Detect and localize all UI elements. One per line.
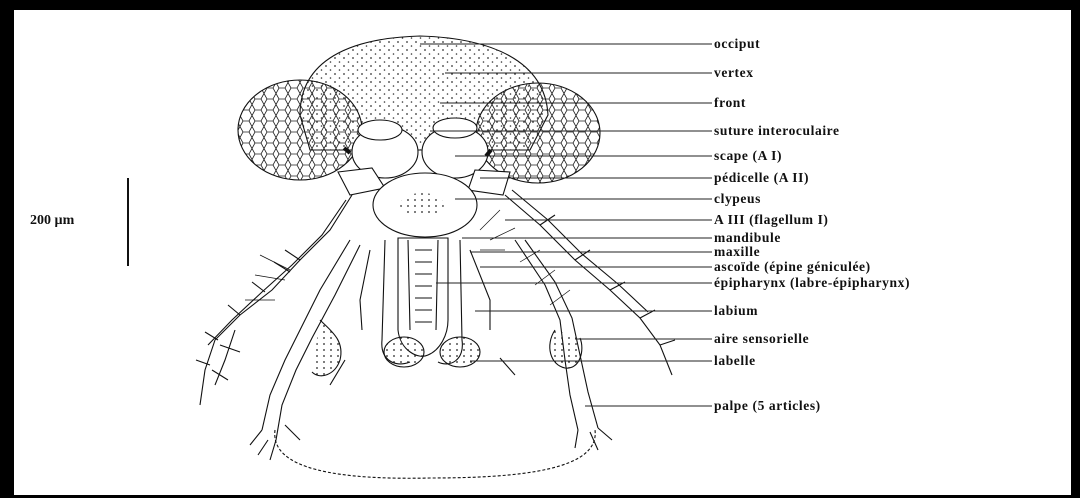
label-clypeus: clypeus	[714, 192, 761, 206]
label-scape: scape (A I)	[714, 149, 782, 163]
label-ascoid: ascoïde (épine géniculée)	[714, 260, 871, 274]
left-labelle	[384, 337, 424, 367]
label-front: front	[714, 96, 746, 110]
right-compound-eye	[476, 83, 600, 183]
label-epipharynx: épipharynx (labre-épipharynx)	[714, 276, 910, 290]
label-interocular-suture: suture interoculaire	[714, 124, 840, 138]
label-maxilla: maxille	[714, 245, 760, 259]
right-antenna	[505, 195, 672, 375]
scale-label: 200 µm	[30, 213, 74, 229]
label-palp: palpe (5 articles)	[714, 399, 821, 413]
left-palp	[262, 240, 350, 430]
right-labelle	[440, 337, 480, 367]
label-occiput: occiput	[714, 37, 760, 51]
label-pedicel: pédicelle (A II)	[714, 171, 809, 185]
label-labella: labelle	[714, 354, 756, 368]
cibarial-ring	[275, 430, 595, 478]
right-pedicel	[468, 170, 510, 195]
label-labium: labium	[714, 304, 758, 318]
label-mandible: mandibule	[714, 231, 781, 245]
label-vertex: vertex	[714, 66, 754, 80]
left-compound-eye	[238, 80, 362, 180]
label-flagellum: A III (flagellum I)	[714, 213, 829, 227]
label-sensory-area: aire sensorielle	[714, 332, 809, 346]
